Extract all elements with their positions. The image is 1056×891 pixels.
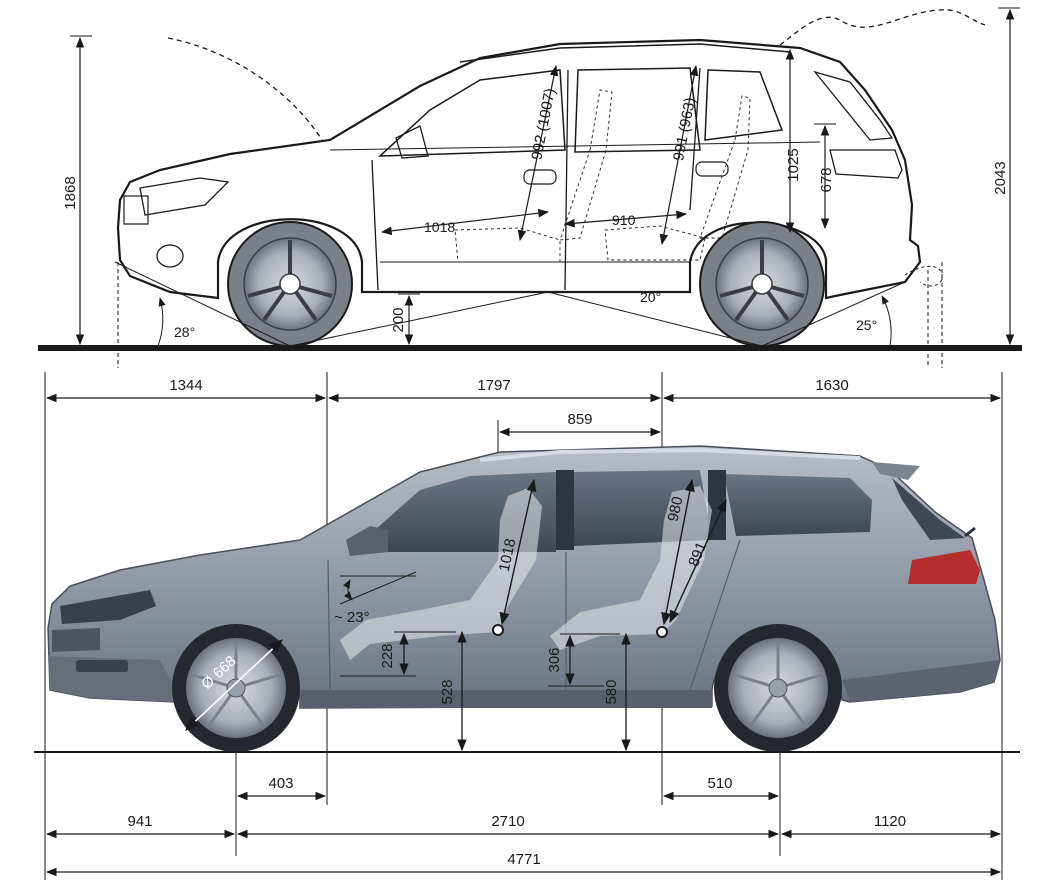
dim-ground-clearance: 200 [390,293,420,346]
label-loading-height: 1025 [785,148,802,181]
dim-seat-angle: ~ 23° [334,571,417,626]
fog-light [156,244,184,268]
label-rear-seat-to-wheel: 510 [707,775,732,792]
front-seat-outline [559,89,613,241]
rear-h-point [656,626,668,638]
b-pillar [556,470,574,550]
estate-tail-light [908,550,980,584]
grille [123,195,149,225]
tow-hitch-outline [904,265,943,287]
top-rear-wheel [699,221,825,347]
dim-front-seat-height: 228 [340,631,456,677]
dim-rear-section: 1630 [662,377,1002,403]
dim-rear-overhang: 1120 [780,813,1002,839]
label-rear-overhang: 1120 [874,813,906,830]
label-front-overhang: 941 [127,813,152,830]
estate-headlight [60,590,156,624]
label-ground-clearance: 200 [390,307,407,332]
top-diagram: 1868 2043 200 28° 25° 20° 992 (1007) 991… [38,7,1022,368]
departure-arc [881,295,892,347]
dim-overall-height: 1868 [62,35,92,346]
label-tailgate-opening: 678 [818,167,835,192]
front-door-seam [327,559,331,691]
label-rear-hip-height: 580 [603,679,620,704]
rear-screen [813,70,894,141]
label-height-open-tailgate: 2043 [992,161,1009,194]
open-tailgate-outline [779,9,986,46]
dim-top-rear-legroom: 910 [563,210,688,228]
dim-seat-distance: 859 [498,411,662,437]
estate-front-wheel [172,624,300,752]
dim-wheelbase: 2710 [236,813,780,839]
door-mirror [395,125,429,159]
dim-top-front-legroom: 1018 [380,208,550,236]
b-pillar-line [564,69,569,291]
dim-front-overhang: 941 [45,813,236,839]
label-departure-angle: 25° [856,317,877,333]
shoulder-line [329,141,821,151]
label-seat-angle: ~ 23° [334,609,370,626]
dim-front-section: 1344 [45,377,327,403]
estate-car-body [47,445,1001,752]
label-top-rear-legroom: 910 [612,212,636,228]
label-overall-height: 1868 [62,176,79,209]
rear-seat-outline [699,95,751,239]
dim-loading-height: 1025 [785,48,802,234]
quarter-window [704,69,784,141]
dim-overall-length: 4771 [45,851,1002,877]
label-rear-seat-height: 306 [546,647,563,672]
rear-windscreen [892,478,965,540]
rear-bumper-lower [842,660,1000,702]
dim-rear-hip-height: 580 [603,632,631,752]
headlight [139,177,230,216]
front-h-point [492,624,504,636]
label-front-wheel-to-pillar: 403 [268,775,293,792]
rear-quarter-window [724,474,872,536]
bottom-diagram: 1344 1797 1630 859 1018 980 [34,372,1020,880]
label-overall-length: 4771 [507,851,540,868]
label-rear-section: 1630 [815,377,848,394]
front-occupant [340,488,542,660]
estate-grille [52,628,100,652]
label-front-hip-height: 528 [439,679,456,704]
dim-rear-seat-to-wheel: 510 [662,775,780,801]
dim-rear-seat-height: 306 [546,633,620,687]
front-door-line [371,159,379,291]
roof-rail [459,43,791,63]
label-approach-angle: 28° [174,324,195,340]
dim-front-hip-height: 528 [439,630,467,752]
label-seat-distance: 859 [567,411,592,428]
approach-arc [157,297,166,347]
tail-light [829,149,903,179]
dim-front-wheel-to-pillar: 403 [236,775,327,801]
label-front-seat-height: 228 [379,643,396,668]
rear-window [574,67,701,153]
label-front-headroom: 1018 [496,537,520,573]
estate-roof-rail [479,447,861,462]
label-front-section: 1344 [169,377,202,394]
dim-height-open-tailgate: 2043 [992,7,1020,346]
dim-front-headroom: 1018 [496,478,537,626]
ramp-line-rear [547,291,763,347]
label-ramp-angle: 20° [640,289,661,305]
lower-cladding [300,690,712,708]
estate-fog-light [76,660,128,672]
top-front-wheel [227,221,353,347]
dim-tailgate-opening: 678 [814,123,836,230]
estate-door-mirror [346,526,388,556]
dim-middle-section: 1797 [327,377,662,403]
antenna [964,526,976,538]
approach-angle-line [114,261,291,347]
open-bonnet-outline [167,37,323,141]
departure-angle-line [761,281,906,347]
label-top-front-legroom: 1018 [424,219,455,235]
ramp-line-front [289,291,549,347]
label-middle-section: 1797 [477,377,510,394]
label-wheelbase: 2710 [491,813,524,830]
estate-rear-wheel [714,624,842,752]
roof-spoiler [872,462,920,480]
